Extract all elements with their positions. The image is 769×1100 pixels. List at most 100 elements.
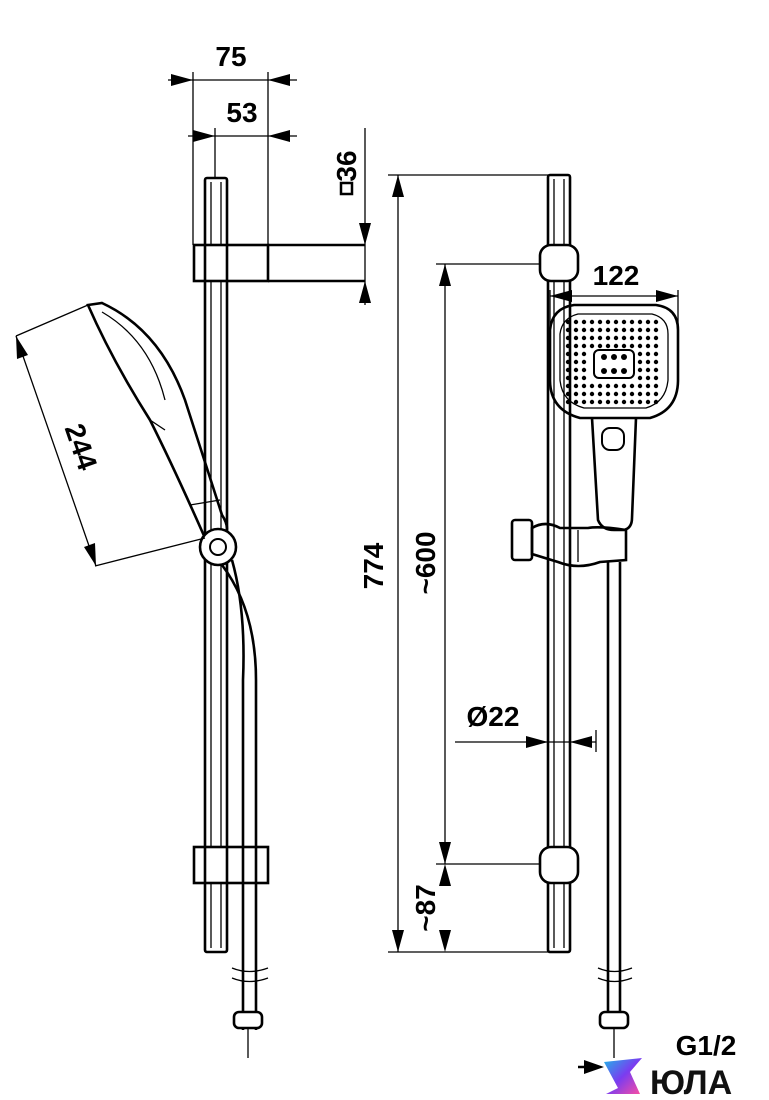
nozzle-dot (589, 391, 595, 397)
nozzle-dot (637, 399, 643, 405)
nozzle-dot (581, 367, 587, 373)
nozzle-dot (597, 319, 603, 325)
nozzle-dot (645, 391, 651, 397)
nozzle-dot (573, 319, 579, 325)
nozzle-dot (645, 351, 651, 357)
nozzle-dot (637, 319, 643, 325)
nozzle-dot (573, 383, 579, 389)
nozzle-dot (581, 359, 587, 365)
front-bottom-bracket (538, 845, 580, 885)
front-top-bracket (538, 243, 580, 283)
nozzle-dot (605, 399, 611, 405)
nozzle-dot (653, 383, 659, 389)
nozzle-dot (637, 383, 643, 389)
nozzle-dot (581, 391, 587, 397)
nozzle-dot (581, 375, 587, 381)
side-top-bracket (192, 243, 365, 283)
nozzle-dot (565, 327, 571, 333)
nozzle-dot (645, 383, 651, 389)
nozzle-dot (637, 351, 643, 357)
nozzle-dot (645, 367, 651, 373)
nozzle-dot (597, 335, 603, 341)
nozzle-dot (645, 399, 651, 405)
nozzle-dot (653, 335, 659, 341)
nozzle-dot (589, 335, 595, 341)
nozzle-dot (581, 383, 587, 389)
nozzle-dot (565, 351, 571, 357)
nozzle-dot (621, 327, 627, 333)
nozzle-dot (653, 367, 659, 373)
nozzle-dot (621, 383, 627, 389)
nozzle-dot (637, 335, 643, 341)
nozzle-dot (605, 391, 611, 397)
nozzle-dot (605, 327, 611, 333)
nozzle-dot (589, 343, 595, 349)
nozzle-dot (573, 399, 579, 405)
nozzle-dot (637, 391, 643, 397)
nozzle-dot (621, 319, 627, 325)
dimension-774: 774 (358, 174, 548, 953)
nozzle-dot (613, 399, 619, 405)
nozzle-dot (597, 391, 603, 397)
nozzle-dot (573, 359, 579, 365)
dimension-75: 75 (168, 41, 297, 245)
nozzle-dot (613, 319, 619, 325)
front-holder (510, 518, 628, 568)
nozzle-dot (653, 375, 659, 381)
nozzle-dot (581, 335, 587, 341)
nozzle-dot (573, 335, 579, 341)
nozzle-dot (573, 327, 579, 333)
nozzle-dot (653, 351, 659, 357)
nozzle-dot (565, 391, 571, 397)
nozzle-dot (581, 343, 587, 349)
nozzle-dot (637, 359, 643, 365)
nozzle-dot (597, 399, 603, 405)
nozzle-dot (621, 343, 627, 349)
nozzle-dot (565, 383, 571, 389)
nozzle-dot (565, 319, 571, 325)
nozzle-dot (653, 327, 659, 333)
nozzle-dot (653, 319, 659, 325)
nozzle-dot (645, 375, 651, 381)
nozzle-dot (589, 383, 595, 389)
connection-callout: G1/2 (578, 1030, 736, 1074)
nozzle-dot (573, 367, 579, 373)
nozzle-dot (581, 319, 587, 325)
dimension-53: 53 (188, 97, 297, 180)
nozzle-dot (629, 391, 635, 397)
logo-mark-icon (604, 1058, 642, 1094)
nozzle-dot (581, 327, 587, 333)
nozzle-dot (589, 399, 595, 405)
nozzle-dot (573, 351, 579, 357)
nozzle-dot (597, 343, 603, 349)
nozzle-dot (629, 319, 635, 325)
nozzle-dot (629, 343, 635, 349)
side-view: 75 53 36 (15, 41, 371, 1058)
dimension-244: 244 (15, 304, 206, 567)
nozzle-dot (645, 319, 651, 325)
nozzle-dot (565, 399, 571, 405)
dimension-diameter: Ø22 (455, 701, 597, 752)
nozzle-dot (653, 343, 659, 349)
nozzle-dot (613, 391, 619, 397)
front-handshower (548, 303, 680, 532)
nozzle-dot (605, 343, 611, 349)
nozzle-dot (565, 343, 571, 349)
front-hose (597, 562, 633, 1058)
dim-122-label: 122 (593, 260, 640, 291)
nozzle-dot (565, 359, 571, 365)
nozzle-dot (645, 343, 651, 349)
nozzle-dot (629, 399, 635, 405)
nozzle-dot (589, 327, 595, 333)
nozzle-dot (621, 391, 627, 397)
nozzle-dot (589, 319, 595, 325)
nozzle-dot (613, 343, 619, 349)
nozzle-dot (581, 351, 587, 357)
nozzle-dot (613, 335, 619, 341)
nozzle-pattern (565, 319, 659, 405)
dim-36-label: 36 (331, 150, 362, 181)
nozzle-dot (597, 383, 603, 389)
nozzle-dot (565, 375, 571, 381)
dim-774-label: 774 (358, 542, 389, 589)
